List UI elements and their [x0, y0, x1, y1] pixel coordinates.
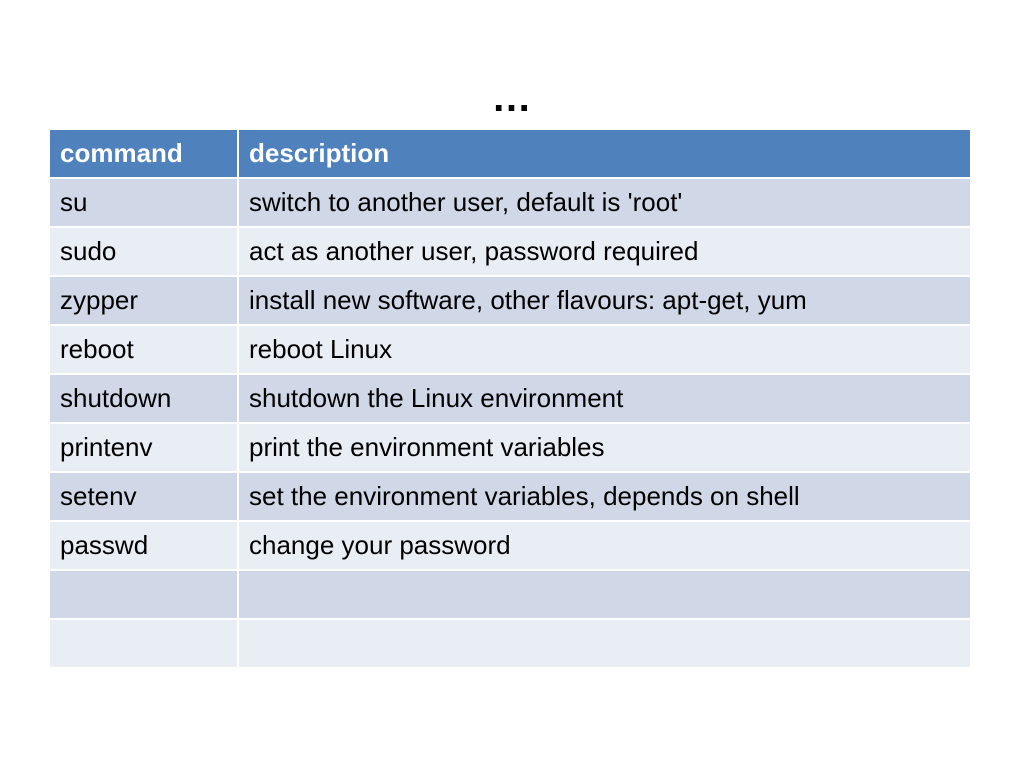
command-cell: setenv	[48, 471, 239, 522]
description-cell: shutdown the Linux environment	[237, 373, 972, 424]
command-cell	[48, 618, 239, 669]
table-row: setenv set the environment variables, de…	[48, 471, 972, 522]
description-cell: act as another user, password required	[237, 226, 972, 277]
description-cell	[237, 618, 972, 669]
table-row-empty	[48, 569, 972, 620]
table-row: shutdown shutdown the Linux environment	[48, 373, 972, 424]
table-row: passwd change your password	[48, 520, 972, 571]
description-cell: reboot Linux	[237, 324, 972, 375]
table-row: su switch to another user, default is 'r…	[48, 177, 972, 228]
table-header-row: command description	[48, 128, 972, 179]
command-cell	[48, 569, 239, 620]
command-cell: passwd	[48, 520, 239, 571]
description-cell: install new software, other flavours: ap…	[237, 275, 972, 326]
column-header-description: description	[237, 128, 972, 179]
description-cell	[237, 569, 972, 620]
column-header-command: command	[48, 128, 239, 179]
table-row: reboot reboot Linux	[48, 324, 972, 375]
description-cell: switch to another user, default is 'root…	[237, 177, 972, 228]
command-cell: reboot	[48, 324, 239, 375]
table-row: zypper install new software, other flavo…	[48, 275, 972, 326]
description-cell: change your password	[237, 520, 972, 571]
command-cell: su	[48, 177, 239, 228]
table-row-empty	[48, 618, 972, 669]
slide-title: …	[491, 76, 533, 120]
table-row: sudo act as another user, password requi…	[48, 226, 972, 277]
command-cell: printenv	[48, 422, 239, 473]
description-cell: set the environment variables, depends o…	[237, 471, 972, 522]
command-cell: zypper	[48, 275, 239, 326]
table-row: printenv print the environment variables	[48, 422, 972, 473]
command-cell: sudo	[48, 226, 239, 277]
command-table: command description su switch to another…	[48, 128, 972, 669]
command-cell: shutdown	[48, 373, 239, 424]
description-cell: print the environment variables	[237, 422, 972, 473]
